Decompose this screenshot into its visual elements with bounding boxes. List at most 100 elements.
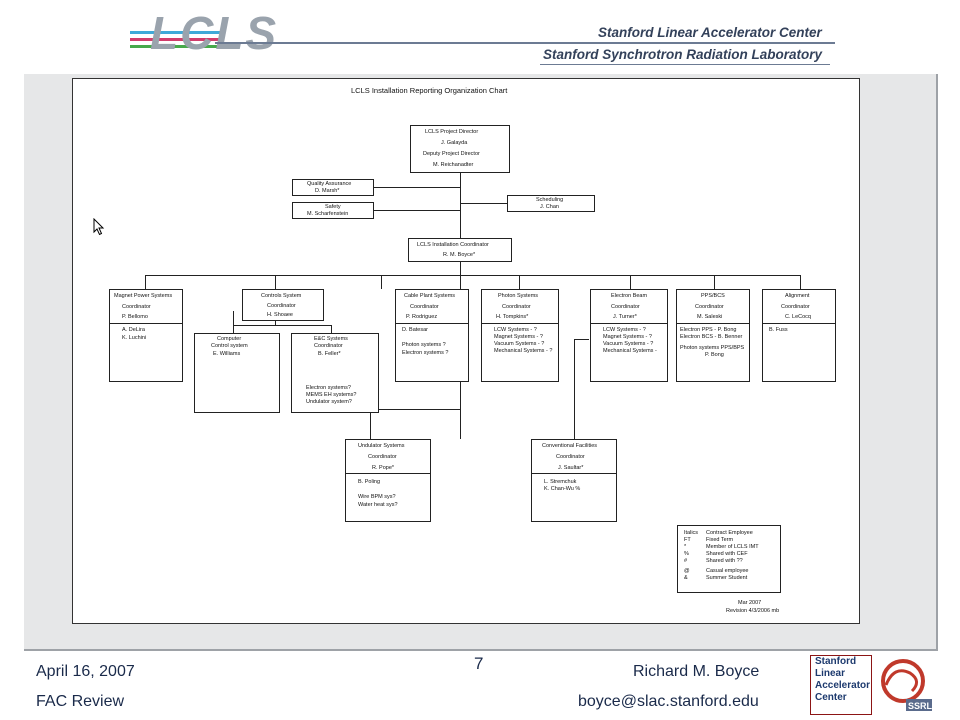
- box-title: Deputy Project Director: [423, 151, 480, 157]
- box-name: B. Feller*: [318, 351, 341, 357]
- box-scheduling: Scheduling J. Chan: [507, 195, 595, 212]
- member: Mechanical Systems - ?: [494, 348, 553, 354]
- connector: [460, 261, 461, 275]
- box-role: Coordinator: [695, 304, 724, 310]
- box-role: Coordinator: [556, 454, 585, 460]
- legend-box: Italics Contract Employee FT Fixed Term …: [677, 525, 781, 593]
- legend-symbol: FT: [684, 537, 691, 543]
- box-role: Coordinator: [410, 304, 439, 310]
- box-magnet-power-systems: Magnet Power Systems Coordinator P. Bell…: [109, 289, 183, 382]
- box-role: Coordinator: [611, 304, 640, 310]
- box-role: Coordinator: [502, 304, 531, 310]
- ssrl-logo-text: SSRL: [908, 701, 933, 711]
- box-name: J. Galayda: [441, 140, 468, 146]
- box-name: H. Tompkins*: [496, 314, 529, 320]
- box-title: LCLS Project Director: [425, 129, 479, 135]
- member: Vacuum Systems - ?: [494, 341, 545, 347]
- box-name: M. Reichanadter: [433, 162, 474, 168]
- box-title: Controls System: [261, 293, 302, 299]
- mouse-pointer-icon: [93, 218, 105, 236]
- connector: [331, 325, 332, 333]
- header-rule: [215, 42, 835, 44]
- divider: [396, 323, 468, 324]
- connector: [630, 275, 631, 289]
- member: Wire BPM sys?: [358, 494, 396, 500]
- box-title: PPS/BCS: [701, 293, 725, 299]
- box-alignment: Alignment Coordinator C. LeCocq B. Fuss: [762, 289, 836, 382]
- slac-logo-line: Stanford: [815, 656, 857, 667]
- ssrl-logo: SSRL: [881, 659, 933, 711]
- box-title: Conventional Facilities: [542, 443, 598, 449]
- connector: [275, 275, 276, 289]
- divider: [677, 323, 749, 324]
- member: D. Batesar: [402, 327, 428, 333]
- box-name: P. Rodriguez: [406, 314, 438, 320]
- member: Vacuum Systems - ?: [603, 341, 654, 347]
- footer-author: Richard M. Boyce: [633, 663, 760, 680]
- member: Photon systems ?: [402, 342, 446, 348]
- box-name: E. Williams: [213, 351, 241, 357]
- logo-stripe-blue: [130, 31, 220, 34]
- note: MEMS EH systems?: [306, 392, 357, 398]
- legend-desc: Member of LCLS IMT: [706, 544, 759, 550]
- page-number: 7: [474, 654, 484, 673]
- org-chart-document: LCLS Installation Reporting Organization…: [72, 78, 860, 624]
- footer-event: FAC Review: [36, 693, 125, 710]
- box-title: Magnet Power Systems: [114, 293, 173, 299]
- logo-stripe-green: [130, 45, 220, 48]
- member: B. Fuss: [769, 327, 788, 333]
- box-project-director: LCLS Project Director J. Galayda Deputy …: [410, 125, 510, 173]
- member: L. Stremchuk: [544, 479, 577, 485]
- member: Magnet Systems - ?: [603, 334, 652, 340]
- member: B. Poling: [358, 479, 381, 485]
- note: Undulator system?: [306, 399, 352, 405]
- box-name: R. Pope*: [372, 465, 395, 471]
- box-name: J. Chan: [540, 204, 559, 210]
- slac-logo: Stanford Linear Accelerator Center: [810, 655, 872, 715]
- connector: [381, 275, 382, 289]
- slac-logo-line: Center: [815, 692, 847, 703]
- box-photon-systems: Photon Systems Coordinator H. Tompkins* …: [481, 289, 559, 382]
- legend-desc: Shared with CEF: [706, 551, 748, 557]
- legend-symbol: #: [684, 558, 688, 564]
- box-role: Coordinator: [122, 304, 151, 310]
- legend-symbol: &: [684, 575, 688, 581]
- divider: [346, 473, 430, 474]
- footer-email: boyce@slac.stanford.edu: [578, 693, 759, 710]
- member: P. Bong: [705, 352, 724, 358]
- member: Photon systems PPS/BPS: [680, 345, 745, 351]
- box-name: M. Scharfenstein: [307, 211, 349, 217]
- legend-symbol: %: [684, 551, 689, 557]
- box-title: Computer: [217, 336, 242, 342]
- box-name: J. Saultar*: [558, 465, 584, 471]
- box-role: Coordinator: [368, 454, 397, 460]
- box-name: R. M. Boyce*: [443, 252, 476, 258]
- box-role: Coordinator: [781, 304, 810, 310]
- connector: [233, 325, 331, 326]
- connector: [233, 311, 234, 333]
- box-pps-bcs: PPS/BCS Coordinator M. Saleski Electron …: [676, 289, 750, 382]
- connector: [574, 339, 575, 439]
- box-quality-assurance: Quality Assurance D. Marsh*: [292, 179, 374, 196]
- member: K. Luchini: [122, 335, 147, 341]
- slac-logo-line: Accelerator: [815, 680, 871, 691]
- connector: [145, 275, 800, 276]
- slac-logo-line: Linear: [815, 668, 846, 679]
- box-name: J. Turner*: [613, 314, 637, 320]
- legend-symbol: @: [684, 568, 690, 574]
- box-title: Photon Systems: [498, 293, 539, 299]
- box-title: Cable Plant Systems: [404, 293, 456, 299]
- box-role: Control system: [211, 343, 248, 349]
- box-title: Undulator Systems: [358, 443, 405, 449]
- box-safety: Safety M. Scharfenstein: [292, 202, 374, 219]
- legend-desc: Casual employee: [706, 568, 749, 574]
- slide-header: LCLS Stanford Linear Accelerator Center …: [0, 0, 960, 72]
- box-conventional-facilities: Conventional Facilities Coordinator J. S…: [531, 439, 617, 522]
- divider: [591, 323, 667, 324]
- box-name: M. Saleski: [697, 314, 723, 320]
- box-computer-control: Computer Control system E. Williams: [194, 333, 280, 413]
- member: Electron BCS - B. Benner: [680, 334, 743, 340]
- box-installation-coordinator: LCLS Installation Coordinator R. M. Boyc…: [408, 238, 512, 262]
- box-role: Coordinator: [314, 343, 343, 349]
- org-name-ssrl: Stanford Synchrotron Radiation Laborator…: [543, 47, 823, 62]
